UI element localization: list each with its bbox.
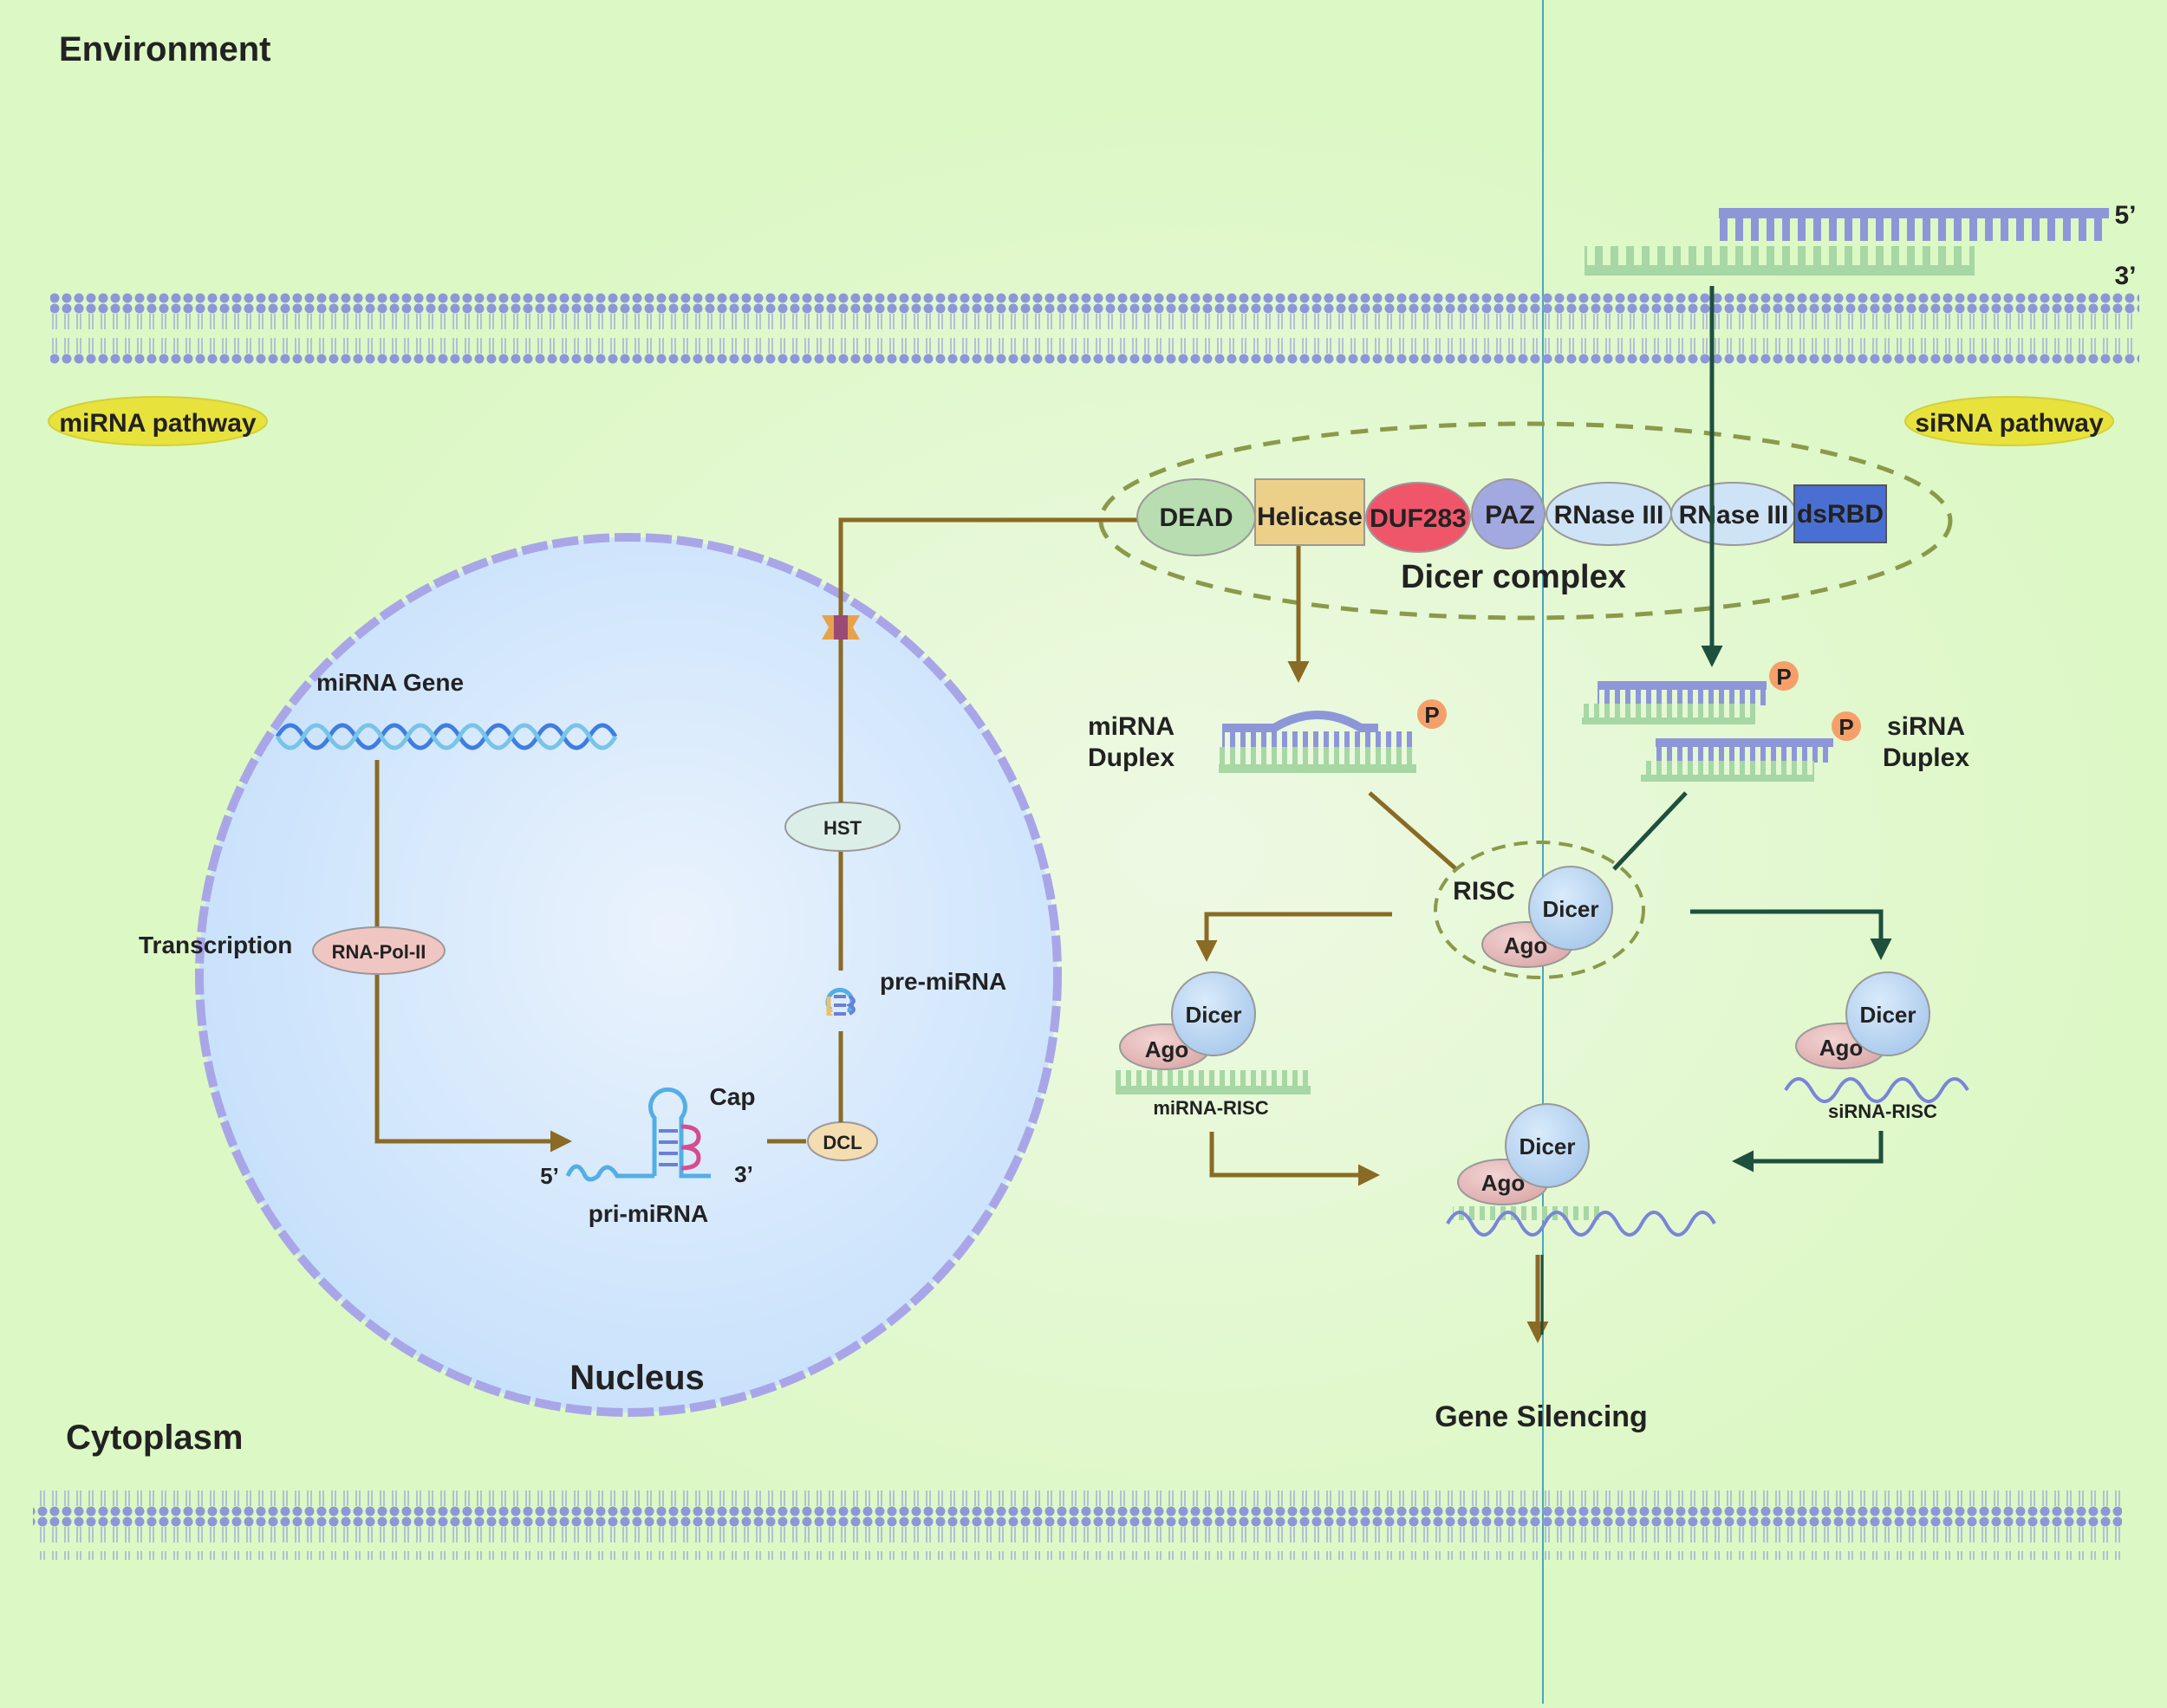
risc-boundary [1434,841,1645,979]
mirna-pathway-label: miRNA pathway [59,409,257,438]
rna-pol-ii-node: RNA-Pol-II [312,926,446,975]
domain-dead-label: DEAD [1159,503,1233,532]
mirna-pathway-badge: miRNA pathway [48,396,268,446]
plasma-membrane-top [50,293,2139,364]
domain-rnase-iii-1-label: RNase III [1554,501,1664,529]
dcl-label: DCL [823,1132,862,1153]
risc-label: RISC [1453,877,1515,906]
nucleus-label: Nucleus [569,1359,705,1397]
hst-node: HST [784,802,901,852]
mirna-risc-to-target-arrow [1209,1132,1380,1186]
transcription-arrow [374,975,572,1153]
dicer-domain-paz: PAZ [1471,478,1546,549]
gene-silencing-label: Gene Silencing [1435,1400,1648,1433]
dicer-domain-dead: DEAD [1136,478,1256,556]
pre-mirna-label: pre-miRNA [880,968,1006,995]
dicer-complex-boundary [1098,421,1953,620]
pri-mirna-label: pri-miRNA [589,1200,708,1227]
pri-mirna-5prime-label: 5’ [540,1163,559,1189]
pri-mirna-hairpin-icon [565,1087,711,1182]
dicer-domain-duf283: DUF283 [1365,482,1471,553]
dsrna-5prime-label: 5’ [2114,201,2136,230]
sirna-phosphate-label-1: P [1776,664,1791,690]
sirna-phosphate-icon-2: P [1832,711,1861,741]
mirna-to-risc-line [1368,791,1458,871]
dicer-complex-label: Dicer complex [1401,559,1626,595]
mirna-risc-complex: Ago Dicer [1116,971,1311,1094]
target-dicer-label: Dicer [1519,1133,1575,1159]
pre-mirna-hairpin-icon [825,987,856,1016]
cap-label: Cap [710,1083,756,1110]
mirna-phosphate-label: P [1424,702,1439,728]
mirna-gene-label: miRNA Gene [316,669,464,696]
mirna-duplex-label-1: miRNA [1088,712,1175,741]
sirna-risc-complex: Ago Dicer [1784,971,1969,1103]
hst-label: HST [823,817,862,839]
sirna-pathway-label: siRNA pathway [1915,409,2104,438]
sirna-duplex-label-2: Duplex [1883,744,1969,772]
environment-label: Environment [59,30,270,68]
risc-to-sirna-risc-arrow [1690,909,1892,960]
nuclear-pore-icon [822,615,860,640]
mirna-duplex-icon [1219,711,1416,773]
domain-rnase-iii-2-label: RNase III [1679,501,1789,529]
sirna-risc-to-target-arrow [1732,1131,1884,1172]
dsrna-3prime-label: 3’ [2114,262,2136,290]
dna-helix-icon [275,723,618,750]
sirna-duplex-lower-icon [1641,738,1833,782]
dsrna-icon [1585,208,2109,276]
dicer-domain-rnase-iii-2: RNase III [1670,482,1797,546]
dicer-domain-dsrbd: dsRBD [1793,484,1887,543]
sirna-duplex-upper-icon [1582,681,1767,724]
sirna-pathway-badge: siRNA pathway [1904,396,2114,446]
target-silencing-complex: Ago Dicer [1446,1103,1716,1237]
domain-dsrbd-label: dsRBD [1797,500,1884,529]
plasma-membrane-bottom [33,1489,2122,1560]
rna-pol-ii-label: RNA-Pol-II [332,941,426,963]
sirna-risc-label: siRNA-RISC [1828,1101,1937,1122]
dicer-domain-rnase-iii-1: RNase III [1546,482,1672,546]
risc-to-mirna-risc-arrow [1195,912,1392,962]
cytoplasm-label: Cytoplasm [66,1419,244,1457]
domain-paz-label: PAZ [1485,501,1535,529]
domain-duf283-label: DUF283 [1370,504,1467,533]
dicer-domain-helicase: Helicase [1254,478,1365,546]
sirna-to-risc-line [1612,791,1688,871]
mirna-duplex-label-2: Duplex [1088,744,1175,772]
mirna-risc-label: miRNA-RISC [1153,1097,1268,1119]
sirna-risc-dicer-label: Dicer [1859,1002,1916,1028]
sirna-phosphate-label-2: P [1838,714,1853,740]
mirna-risc-dicer-label: Dicer [1185,1002,1241,1028]
export-line [838,517,1141,802]
pri-mirna-3prime-label: 3’ [734,1161,753,1187]
dcl-node: DCL [807,1121,878,1161]
sirna-phosphate-icon-1: P [1769,661,1799,691]
domain-helicase-label: Helicase [1257,503,1363,531]
sirna-duplex-label-1: siRNA [1887,712,1965,741]
transcription-label: Transcription [139,932,292,958]
risc-dicer: Dicer [1528,866,1613,951]
risc-dicer-label: Dicer [1542,896,1598,922]
mirna-phosphate-icon: P [1417,699,1447,729]
